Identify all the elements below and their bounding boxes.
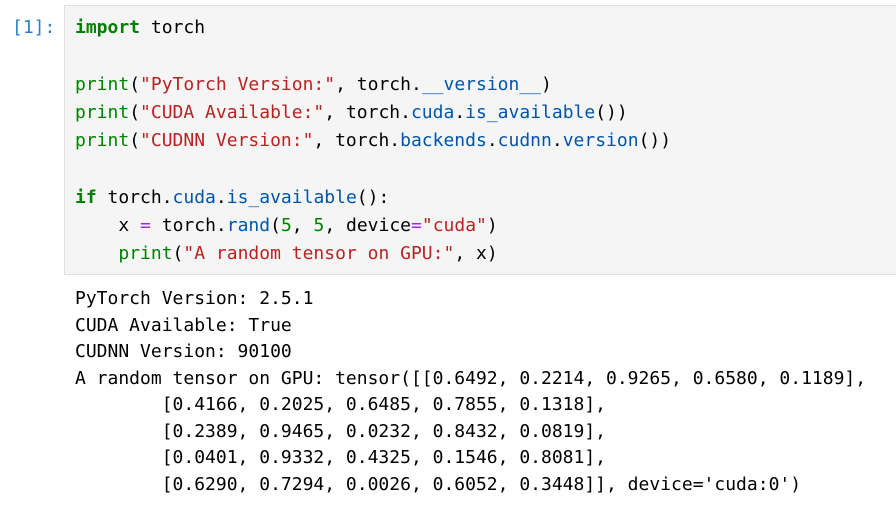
code-line-1: import torch bbox=[75, 17, 206, 38]
code-line-4: print("CUDA Available:", torch.cuda.is_a… bbox=[75, 101, 628, 123]
output-line: PyTorch Version: 2.5.1 bbox=[75, 288, 314, 309]
code-line-3: print("PyTorch Version:", torch.__versio… bbox=[75, 73, 552, 95]
code-line-6 bbox=[75, 155, 671, 183]
output-line: CUDA Available: True bbox=[75, 314, 292, 336]
output-line: [0.4166, 0.2025, 0.6485, 0.7855, 0.1318]… bbox=[75, 394, 607, 415]
execution-count-prompt: [1]: bbox=[12, 17, 56, 38]
code-line-7: if torch.cuda.is_available(): bbox=[75, 186, 390, 208]
output-line: [0.6290, 0.7294, 0.0026, 0.6052, 0.3448]… bbox=[75, 473, 802, 495]
code-input-area[interactable] bbox=[64, 5, 896, 275]
code-line-2 bbox=[75, 42, 671, 70]
code-line-9: print("A random tensor on GPU:", x) bbox=[118, 243, 498, 265]
output-line: CUDNN Version: 90100 bbox=[75, 341, 292, 362]
code-line-5: print("CUDNN Version:", torch.backends.c… bbox=[75, 130, 672, 152]
output-line: [0.2389, 0.9465, 0.0232, 0.8432, 0.0819]… bbox=[75, 420, 607, 442]
code-editor[interactable]: import torch print("PyTorch Version:", to… bbox=[75, 14, 671, 269]
code-line-8: x = torch.rand(5, 5, device="cuda") bbox=[118, 215, 498, 237]
output-line: [0.0401, 0.9332, 0.4325, 0.1546, 0.8081]… bbox=[75, 447, 607, 468]
output-line: A random tensor on GPU: tensor([[0.6492,… bbox=[75, 367, 867, 389]
